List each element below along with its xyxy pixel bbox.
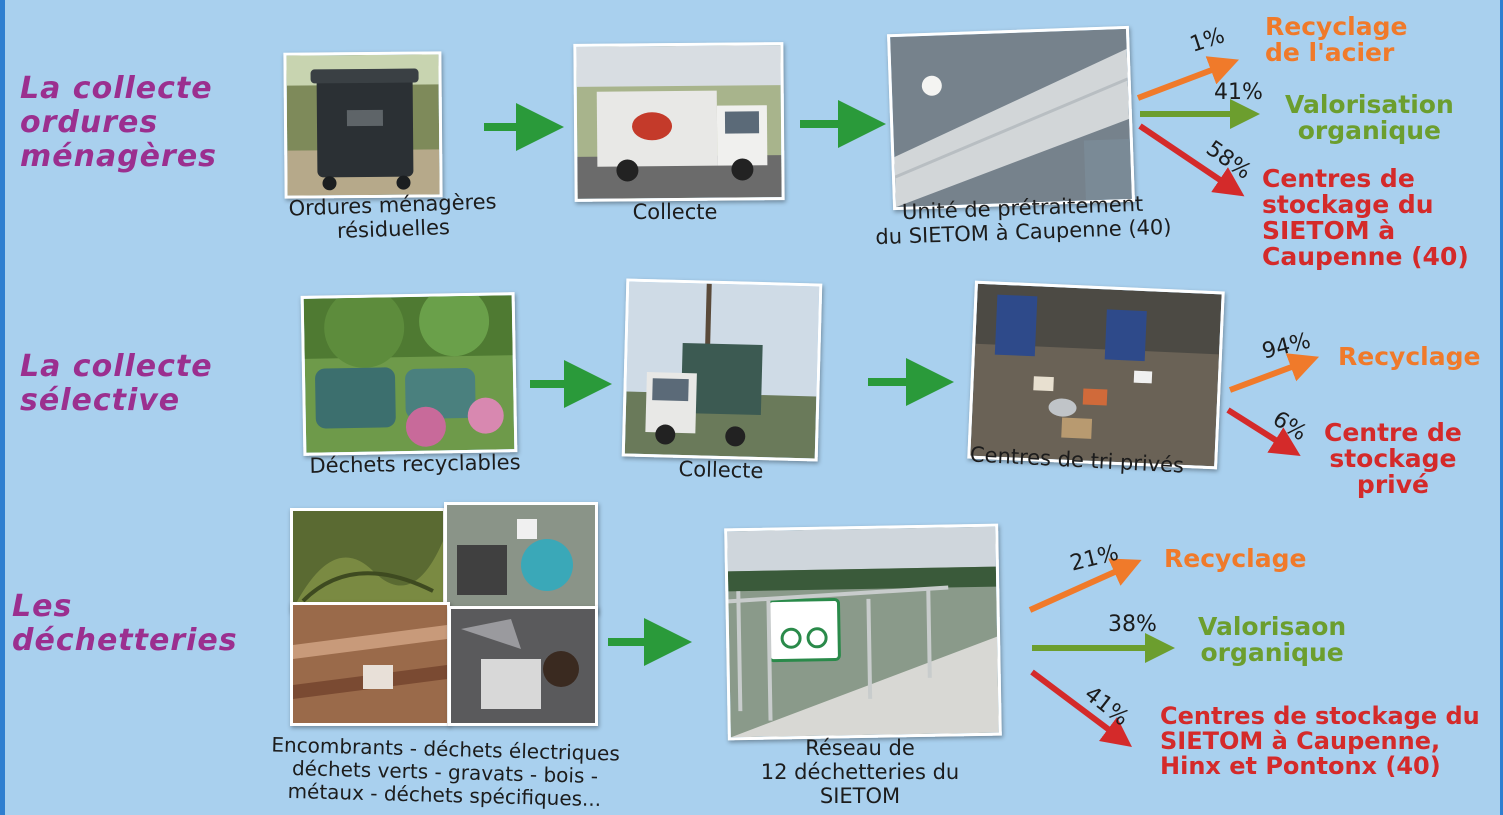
row1-title: La collecte ordures ménagères: [20, 71, 218, 174]
output-arrow-storage: [1226, 407, 1301, 457]
caption-collection-1: Collecte: [632, 200, 718, 224]
label-recycling-3: Recyclage: [1164, 544, 1307, 573]
caption-recycling-centers-network: Réseau de 12 déchetteries du SIETOM: [760, 736, 960, 808]
row2-title: La collecte sélective: [20, 349, 213, 418]
photo-electrical-waste: [444, 502, 598, 614]
photo-selective-collection-truck: [621, 278, 823, 462]
photo-specific-waste: [448, 606, 598, 726]
row3-title: Les déchetteries: [12, 589, 238, 658]
right-border: [1500, 0, 1503, 815]
label-storage-centers-3: Centres de stockage du SIETOM à Caupenne…: [1160, 702, 1480, 780]
photo-collection-truck: [573, 42, 785, 202]
pct-organic-1: 41%: [1214, 80, 1263, 105]
pct-organic-3: 38%: [1108, 612, 1157, 637]
output-arrow-storage: [1030, 669, 1132, 747]
label-organic-valorisation-3: Valorisaon organique: [1198, 612, 1347, 667]
label-private-storage: Centre de stockage privé: [1324, 418, 1462, 499]
photo-pretreatment-unit: [887, 25, 1135, 211]
output-arrow-recycling: [1228, 353, 1320, 393]
output-arrow-storage: [1138, 123, 1245, 197]
photo-sorting-center: [967, 280, 1225, 470]
output-arrow-recycling: [1136, 56, 1240, 101]
left-border: [0, 0, 5, 815]
label-recycling-2: Recyclage: [1338, 342, 1481, 371]
label-steel-recycling: Recyclage de l'acier: [1265, 12, 1408, 67]
photo-wood-and-rubble: [290, 602, 450, 726]
photo-household-waste-bin: [283, 51, 443, 199]
photo-recycling-containers: [300, 292, 518, 456]
photo-recycling-center: [724, 523, 1002, 741]
photo-bulky-and-green-waste: [290, 508, 446, 612]
label-organic-valorisation-1: Valorisation organique: [1285, 90, 1454, 145]
label-storage-centers-1: Centres de stockage du SIETOM à Caupenne…: [1262, 164, 1469, 271]
output-arrow-recycling: [1028, 558, 1142, 613]
